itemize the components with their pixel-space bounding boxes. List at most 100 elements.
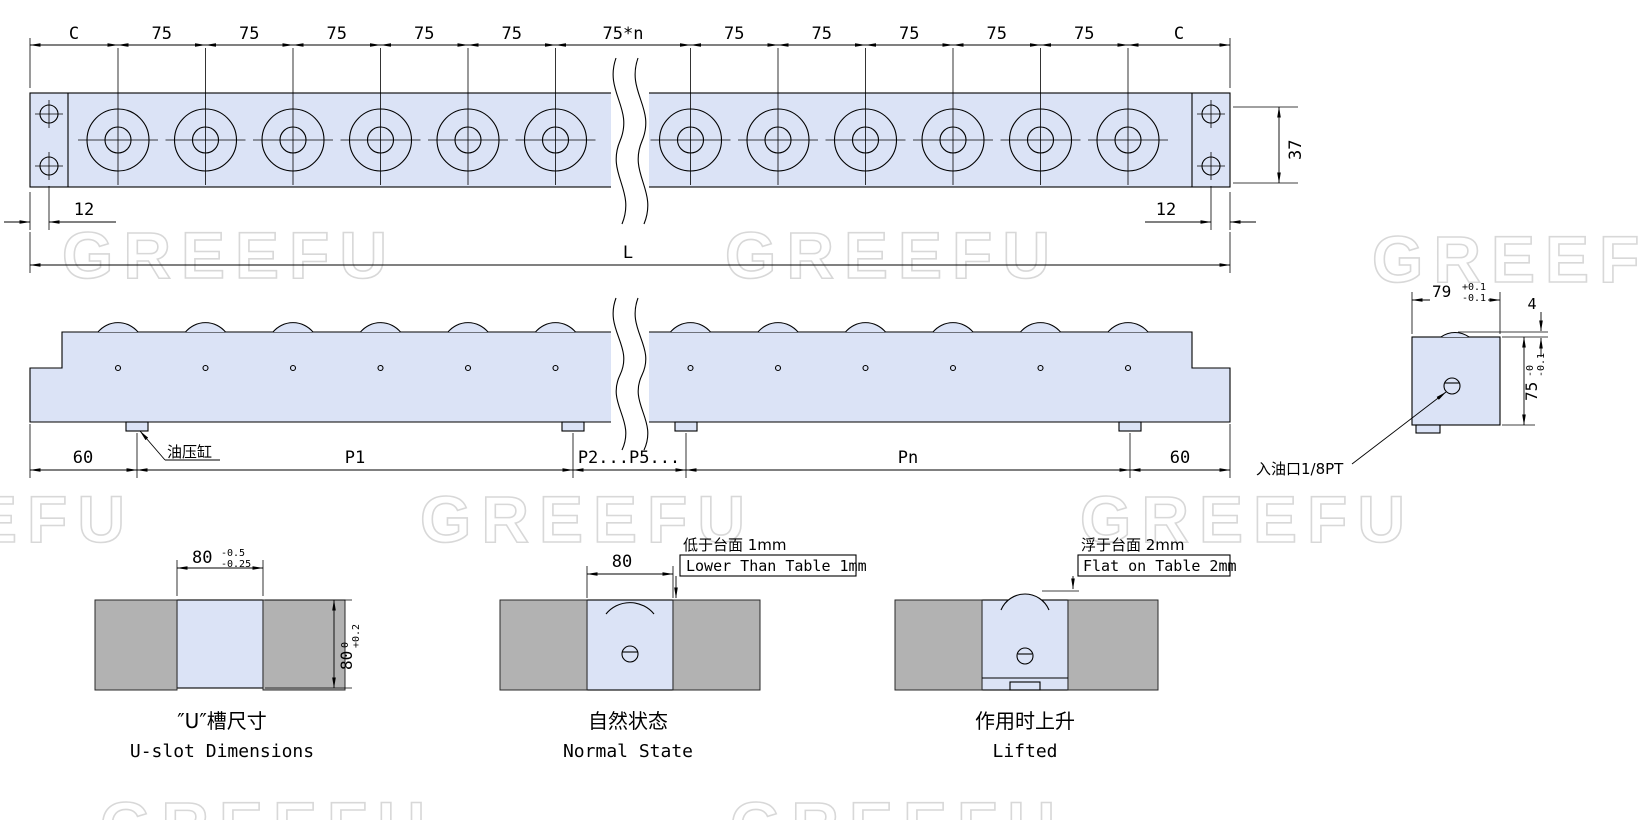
detail-title-cn: ″U″槽尺寸 xyxy=(177,709,267,733)
watermark-text: GREEFU xyxy=(62,218,397,292)
side-view: 油压缸 xyxy=(29,297,1231,461)
dim-tolerance: 0 xyxy=(340,642,351,648)
top-pitch-dimensions: C 75 75 75 75 75 75*n 75 75 75 75 75 C xyxy=(29,24,1231,88)
detail-title-en: U-slot Dimensions xyxy=(130,741,314,762)
dim-label: 75*n xyxy=(603,24,644,44)
dim-label: 75 xyxy=(414,24,434,44)
watermark-text: GREEFU xyxy=(420,482,755,556)
table-block-right xyxy=(1067,599,1159,691)
detail-title-cn: 作用时上升 xyxy=(975,709,1075,733)
dim-label: 75 xyxy=(724,24,744,44)
dim-label: 80 xyxy=(612,552,632,572)
dim-tolerance: +0.1 xyxy=(1462,282,1486,293)
dim-tolerance: -0 xyxy=(1525,365,1536,377)
oil-port xyxy=(1443,377,1461,395)
oil-port xyxy=(621,645,639,663)
section-view: 79 +0.1 -0.1 4 75 -0 -0.1 入油口1/8PT xyxy=(1256,282,1548,478)
piston xyxy=(1009,681,1041,691)
u-slot-cavity xyxy=(176,599,264,689)
normal-note-callout: 低于台面 1mm Lower Than Table 1mm xyxy=(674,536,867,599)
watermark-text: GREEFU xyxy=(730,788,1065,820)
dim-label: C xyxy=(1174,24,1184,44)
table-block-left xyxy=(894,599,983,691)
top-view xyxy=(29,47,1231,225)
dim-label: 4 xyxy=(1527,295,1536,313)
oil-inlet-callout: 入油口1/8PT xyxy=(1256,391,1447,478)
dim-label: P1 xyxy=(345,448,365,468)
lifter-unit xyxy=(981,599,1069,691)
section-tab xyxy=(1415,424,1441,434)
section-height-dimension: 75 -0 -0.1 xyxy=(1502,336,1547,426)
offset-dimension-left: 12 xyxy=(4,186,116,230)
dim-label: 60 xyxy=(1170,448,1190,468)
roller-dome xyxy=(605,602,655,615)
table-block-left xyxy=(499,599,588,691)
dim-label: 75 xyxy=(1074,24,1094,44)
dim-label: 80 xyxy=(192,548,212,568)
dim-label: 12 xyxy=(74,200,94,220)
table-block-right xyxy=(262,599,346,691)
dim-label: 75 xyxy=(1522,382,1541,401)
roller-dome-section xyxy=(1440,331,1470,338)
lifter-unit xyxy=(586,599,674,691)
watermark-text: GREEFU xyxy=(1372,222,1650,296)
section-body xyxy=(1411,336,1501,426)
dim-label: 75 xyxy=(152,24,172,44)
note-cn: 低于台面 1mm xyxy=(683,536,787,554)
lifted-note-callout: 浮于台面 2mm Flat on Table 2mm xyxy=(1042,536,1237,592)
dim-label: 80 xyxy=(337,651,356,670)
dim-label: 12 xyxy=(1156,200,1176,220)
dim-label: C xyxy=(69,24,79,44)
dim-label: 37 xyxy=(1286,140,1306,160)
watermark-text: GREEFU xyxy=(0,482,135,556)
section-width-dimension: 79 +0.1 -0.1 xyxy=(1411,282,1501,334)
watermark-text: GREEFU xyxy=(100,788,435,820)
hydraulic-cylinder-label: 油压缸 xyxy=(167,443,212,461)
watermark-text: GREEFU xyxy=(1080,482,1415,556)
roller-dome xyxy=(1000,593,1050,611)
dim-label: 75 xyxy=(899,24,919,44)
detail-title-en: Lifted xyxy=(992,741,1057,762)
side-pitch-dimensions: 60 P1 P2...P5... Pn 60 xyxy=(29,424,1231,478)
dim-tolerance: -0.1 xyxy=(1462,293,1486,304)
detail-title-cn: 自然状态 xyxy=(588,709,668,733)
dim-label: 79 xyxy=(1432,282,1451,301)
u-slot-width-dimension: 80 -0.5 -0.25 xyxy=(176,548,264,596)
dim-tolerance: -0.5 xyxy=(221,548,245,559)
hydraulic-cylinder-tabs xyxy=(125,421,1142,432)
dim-label: 75 xyxy=(812,24,832,44)
oil-port xyxy=(1016,647,1034,665)
dim-label: 75 xyxy=(327,24,347,44)
offset-dimension-right: 12 xyxy=(1145,186,1256,230)
watermark-layer: GREEFU GREEFU GREEFU GREEFU GREEFU GREEF… xyxy=(0,217,1650,820)
table-block-left xyxy=(94,599,178,691)
table-block-right xyxy=(672,599,761,691)
normal-width-dimension: 80 xyxy=(586,552,674,598)
watermark-text: GREEFU xyxy=(725,218,1060,292)
dim-label: 60 xyxy=(73,448,93,468)
dim-label: 75 xyxy=(239,24,259,44)
height-dimension-37: 37 xyxy=(1233,106,1306,184)
detail-normal-state: 80 低于台面 1mm Lower Than Table 1mm 自然状态 No… xyxy=(499,536,867,762)
dim-label: 75 xyxy=(987,24,1007,44)
u-slot-depth-dimension: 80 0 +0.2 xyxy=(265,599,362,689)
length-dimension: L xyxy=(29,232,1231,273)
hydraulic-cylinder-callout: 油压缸 xyxy=(139,430,220,461)
dim-label: L xyxy=(623,243,633,263)
dim-tolerance: -0.25 xyxy=(221,559,251,570)
detail-title-en: Normal State xyxy=(563,741,693,762)
oil-inlet-label: 入油口1/8PT xyxy=(1256,460,1344,478)
dim-tolerance: +0.2 xyxy=(351,624,362,648)
note-cn: 浮于台面 2mm xyxy=(1081,536,1185,554)
dim-label: P2...P5... xyxy=(578,448,680,468)
detail-u-slot: 80 -0.5 -0.25 80 0 +0.2 ″U″槽尺寸 U-slot Di… xyxy=(94,548,362,762)
detail-lifted: 浮于台面 2mm Flat on Table 2mm 作用时上升 Lifted xyxy=(894,536,1237,762)
dim-label: Pn xyxy=(898,448,918,468)
break-lines-top-view xyxy=(611,57,649,225)
note-en: Lower Than Table 1mm xyxy=(686,557,867,575)
dim-tolerance: -0.1 xyxy=(1536,353,1547,377)
dim-label: 75 xyxy=(502,24,522,44)
note-en: Flat on Table 2mm xyxy=(1083,557,1237,575)
